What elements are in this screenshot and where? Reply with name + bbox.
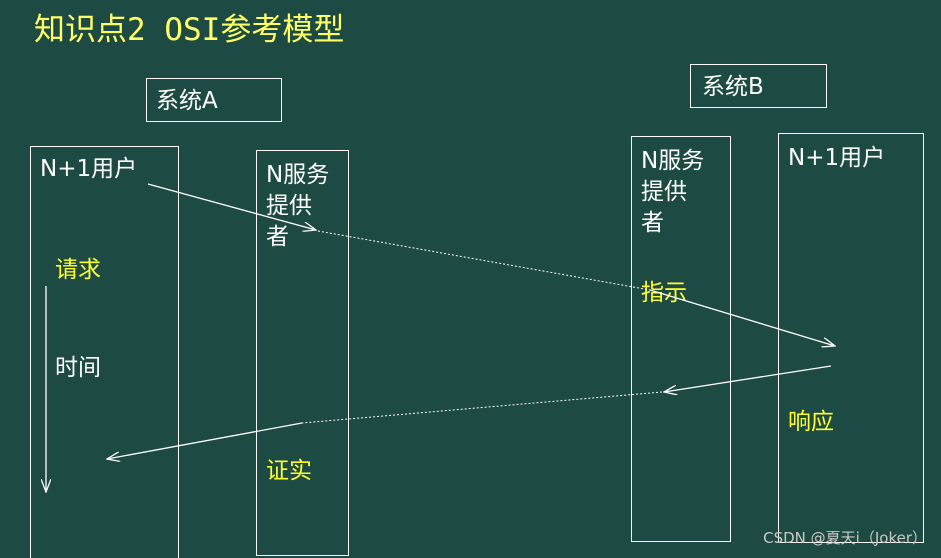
system-a-provider-label: N服务 提供 者 — [266, 162, 330, 250]
system-b-provider-label: N服务 提供 者 — [641, 148, 705, 236]
confirm-label: 证实 — [266, 458, 312, 484]
response-arrow — [664, 365, 832, 392]
system-b-provider-column — [631, 136, 731, 542]
request-transfer-dashed-line — [317, 230, 651, 291]
response-transfer-dashed-line — [301, 391, 663, 424]
indication-arrow — [649, 289, 835, 346]
system-a-user-column — [30, 146, 179, 558]
system-a-user-label: N+1用户 — [40, 156, 138, 182]
system-b-label: 系统B — [702, 74, 764, 100]
system-b-label-box — [690, 64, 827, 108]
system-a-label-box — [146, 78, 282, 122]
confirm-arrow — [107, 422, 303, 459]
slide-title: 知识点2 OSI参考模型 — [34, 12, 345, 48]
system-b-user-column — [778, 133, 924, 543]
request-label: 请求 — [55, 257, 101, 283]
system-a-provider-column — [256, 150, 349, 556]
watermark: CSDN @夏天i（Joker） — [763, 529, 927, 547]
request-arrow — [147, 183, 316, 230]
system-a-label: 系统A — [156, 88, 218, 114]
system-b-user-label: N+1用户 — [788, 145, 886, 171]
time-label: 时间 — [55, 355, 101, 381]
response-label: 响应 — [788, 409, 834, 435]
indication-label: 指示 — [641, 280, 687, 306]
